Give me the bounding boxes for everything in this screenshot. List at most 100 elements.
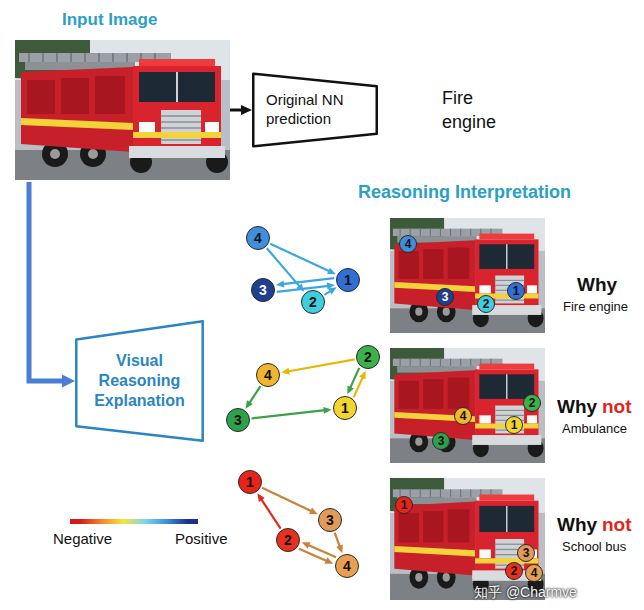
node-number: 2	[309, 295, 317, 309]
graph-node: 2	[301, 290, 325, 314]
connector-line	[335, 533, 340, 548]
connector	[29, 182, 75, 388]
explanation-photo	[390, 218, 545, 333]
connector-line	[251, 410, 325, 418]
photo-marker: 4	[399, 235, 417, 253]
node-number: 1	[511, 419, 518, 431]
connector	[299, 549, 333, 564]
node-number: 1	[513, 285, 520, 297]
photo-marker: 3	[432, 432, 450, 450]
box-text: Original NN prediction	[266, 91, 360, 129]
class-name: Ambulance	[562, 421, 627, 437]
connector	[245, 386, 260, 409]
connector-line	[282, 278, 334, 284]
explainer-box: Visual Reasoning Explanation	[75, 320, 204, 442]
input-photo	[15, 40, 230, 180]
node-number: 3	[438, 435, 445, 447]
negation-word: not	[602, 396, 632, 419]
photo-marker: 2	[477, 295, 495, 313]
class-name: Fire engine	[563, 299, 628, 315]
photo-marker: 1	[395, 496, 413, 514]
node-number: 2	[284, 533, 292, 547]
node-number: 4	[343, 559, 351, 573]
arrow-head	[302, 542, 311, 548]
connector	[281, 359, 354, 374]
connector-line	[308, 545, 336, 558]
class-name: School bus	[562, 539, 626, 555]
graph-node: 2	[276, 528, 300, 552]
node-number: 1	[344, 273, 352, 287]
connector	[276, 278, 334, 287]
node-number: 3	[234, 413, 242, 427]
connector-line	[262, 488, 312, 512]
node-number: 3	[326, 513, 334, 527]
graph-node: 1	[336, 268, 360, 292]
connector	[230, 105, 252, 115]
graph-node: 3	[251, 278, 275, 302]
explanation-photo	[390, 348, 545, 463]
node-number: 1	[246, 475, 254, 489]
node-number: 2	[511, 565, 518, 577]
photo-marker: 2	[505, 562, 523, 580]
connector-line	[261, 499, 281, 529]
arrow-head	[325, 557, 334, 563]
arrow-head	[62, 375, 75, 388]
graph-node: 4	[256, 363, 280, 387]
connector-line	[288, 359, 355, 371]
graph-node: 4	[246, 226, 270, 250]
trapezoid-shape	[76, 321, 202, 441]
connector	[335, 533, 343, 554]
node-number: 3	[523, 547, 530, 559]
arrow-head	[296, 283, 304, 291]
node-number: 3	[442, 291, 449, 303]
arrow-head	[257, 493, 264, 502]
node-number: 1	[401, 499, 408, 511]
arrow-head	[241, 105, 252, 115]
arrow-head	[347, 386, 353, 395]
graph-node: 2	[356, 345, 380, 369]
section-heading: Reasoning Interpretation	[358, 182, 571, 204]
graph-node: 1	[333, 396, 357, 420]
legend-gradient	[80, 519, 188, 524]
photo-marker: 4	[525, 564, 543, 582]
photo-marker: 1	[505, 416, 523, 434]
arrow-head	[323, 407, 331, 414]
arrow-head	[328, 287, 337, 294]
question-word: Why	[577, 274, 617, 297]
box-text: Visual Reasoning Explanation	[86, 351, 194, 411]
legend-text: Negative	[53, 530, 112, 548]
connector-line	[249, 386, 260, 403]
graph-node: 3	[318, 508, 342, 532]
question-word: Why	[557, 396, 597, 419]
node-number: 3	[259, 283, 267, 297]
network-box: Original NN prediction	[252, 73, 378, 147]
arrow-head	[281, 368, 289, 375]
arrow-head	[309, 508, 318, 515]
node-number: 2	[529, 397, 536, 409]
connector-line	[29, 182, 65, 381]
node-number: 1	[341, 401, 349, 415]
connector	[262, 488, 318, 514]
node-number: 4	[405, 238, 412, 250]
arrow-head	[276, 281, 284, 288]
trapezoid-shape	[253, 74, 376, 147]
legend-bar	[70, 519, 198, 524]
photo-marker: 2	[523, 394, 541, 412]
legend-text: Positive	[175, 530, 228, 548]
watermark: 知乎 @Charmve	[474, 584, 577, 601]
node-number: 4	[254, 231, 262, 245]
image-heading: Input Image	[15, 10, 230, 30]
arrow-head	[359, 371, 365, 380]
connector	[347, 368, 359, 394]
connector-line	[350, 368, 359, 389]
box-label: Visual Reasoning Explanation	[86, 351, 194, 411]
connector	[302, 542, 336, 557]
node-number: 2	[483, 298, 490, 310]
arrow-head	[327, 268, 336, 275]
graph-node: 4	[335, 554, 359, 578]
connector	[257, 493, 280, 528]
legend-swatch	[188, 519, 198, 524]
photo-marker: 3	[436, 288, 454, 306]
connector	[251, 407, 331, 419]
